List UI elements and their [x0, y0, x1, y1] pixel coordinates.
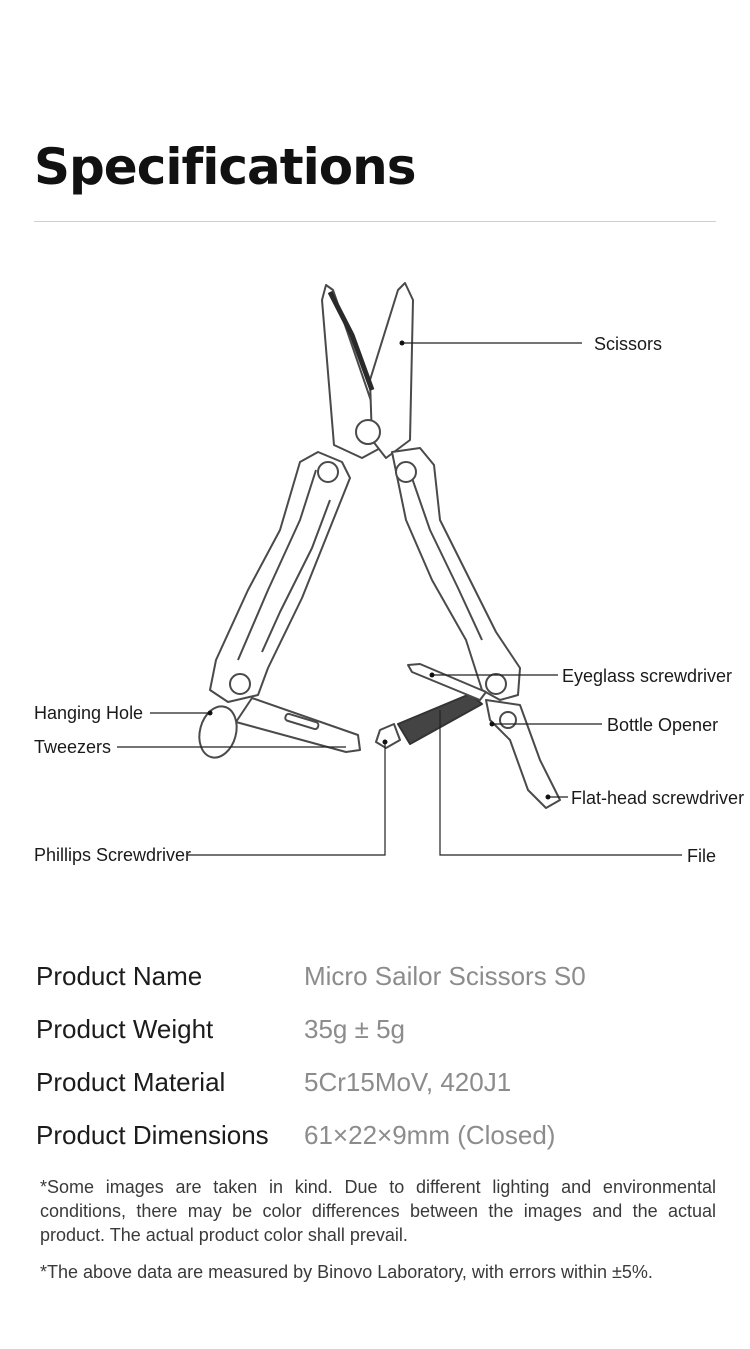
- label-bottle-opener: Bottle Opener: [607, 715, 718, 735]
- spec-value: Micro Sailor Scissors S0: [304, 961, 586, 991]
- divider: [34, 221, 716, 222]
- spec-label: Product Dimensions: [36, 1120, 269, 1150]
- multitool-illustration: [198, 282, 561, 809]
- spec-value: 35g ± 5g: [304, 1014, 406, 1044]
- disclaimer-note: *Some images are taken in kind. Due to d…: [40, 1177, 716, 1245]
- spec-row-dimensions: Product Dimensions 61×22×9mm (Closed): [36, 1109, 716, 1162]
- handle-left: [209, 451, 351, 703]
- spec-value: 5Cr15MoV, 420J1: [304, 1067, 512, 1097]
- phillips-tip: [375, 723, 401, 749]
- page-title: Specifications: [34, 138, 417, 196]
- spec-label: Product Material: [36, 1067, 226, 1097]
- spec-row-weight: Product Weight 35g ± 5g: [36, 1003, 716, 1056]
- label-hanging-hole: Hanging Hole: [34, 703, 143, 723]
- label-eyeglass-screwdriver: Eyeglass screwdriver: [562, 666, 732, 686]
- label-scissors: Scissors: [594, 334, 662, 354]
- label-flathead-screwdriver: Flat-head screwdriver: [571, 788, 744, 808]
- scissor-blade-right: [369, 282, 414, 459]
- eyeglass-tool: [407, 663, 487, 701]
- label-file: File: [687, 846, 716, 866]
- hanging-ring: [198, 705, 238, 759]
- bottle-opener-tool: [485, 699, 561, 809]
- spec-label: Product Name: [36, 961, 203, 991]
- handle-right: [391, 447, 521, 701]
- multitool-diagram: Scissors Eyeglass screwdriver Hanging Ho…: [34, 282, 744, 866]
- pivot-hole: [355, 419, 381, 445]
- spec-row-name: Product Name Micro Sailor Scissors S0: [36, 950, 716, 1003]
- spec-label: Product Weight: [36, 1014, 214, 1044]
- label-phillips-screwdriver: Phillips Screwdriver: [34, 845, 191, 865]
- measurement-note: *The above data are measured by Binovo L…: [40, 1262, 653, 1282]
- spec-row-material: Product Material 5Cr15MoV, 420J1: [36, 1056, 716, 1109]
- label-tweezers: Tweezers: [34, 737, 111, 757]
- spec-value: 61×22×9mm (Closed): [304, 1120, 556, 1150]
- spec-table: Product Name Micro Sailor Scissors S0 Pr…: [36, 950, 716, 1162]
